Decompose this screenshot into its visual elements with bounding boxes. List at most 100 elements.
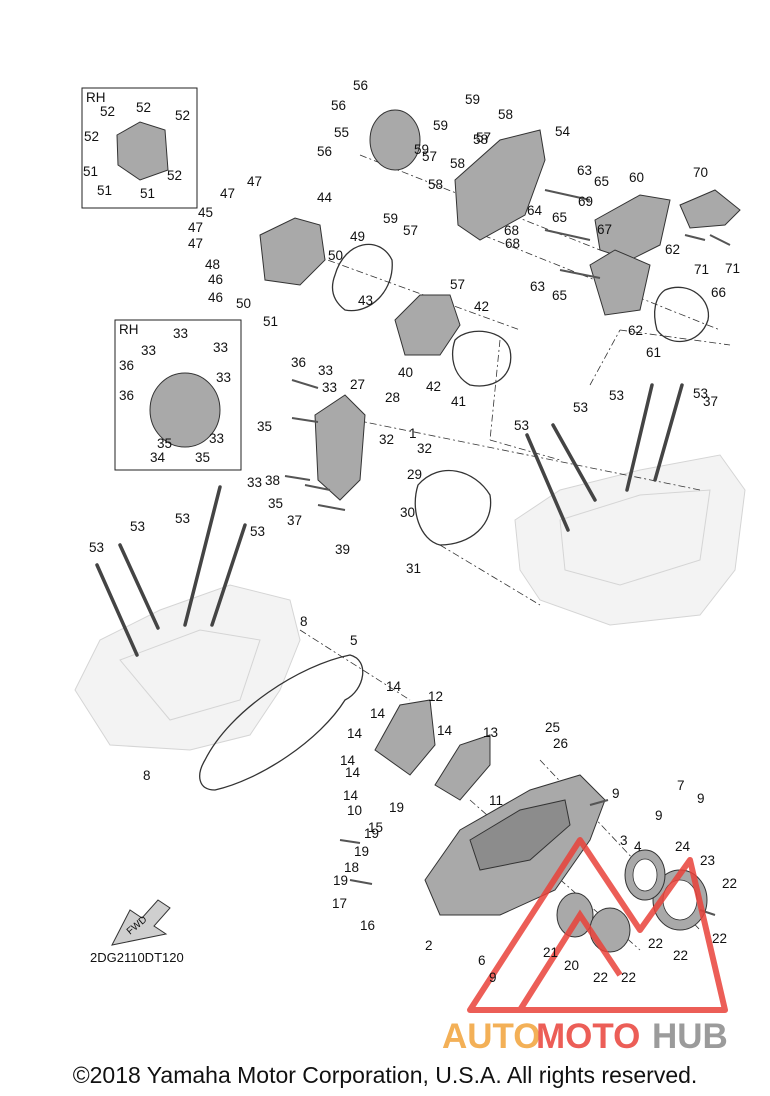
ring-24: [624, 849, 666, 901]
callout-62: 62: [665, 242, 680, 257]
callout-7: 7: [677, 778, 685, 793]
callout-35: 35: [157, 436, 172, 451]
callout-52: 52: [167, 168, 182, 183]
callout-14: 14: [386, 679, 402, 694]
callout-57: 57: [422, 149, 437, 164]
callout-43: 43: [358, 293, 373, 308]
callout-42: 42: [426, 379, 441, 394]
cover-42: [394, 294, 461, 356]
callout-47: 47: [188, 220, 203, 235]
callout-67: 67: [597, 222, 612, 237]
callout-71: 71: [725, 261, 740, 276]
callout-60: 60: [629, 170, 644, 185]
callout-42: 42: [474, 299, 489, 314]
callout-26: 26: [553, 736, 568, 751]
bracket-70: [679, 189, 741, 229]
callout-59: 59: [414, 142, 429, 157]
callout-19: 19: [354, 844, 369, 859]
generator-cover: [454, 129, 546, 241]
callout-6: 6: [478, 953, 486, 968]
callout-65: 65: [594, 174, 609, 189]
callout-50: 50: [236, 296, 251, 311]
callout-9: 9: [612, 786, 620, 801]
callout-63: 63: [530, 279, 545, 294]
inset-plate-rh-top: [116, 121, 169, 181]
callout-22: 22: [722, 876, 737, 891]
callout-68: 68: [505, 236, 520, 251]
callout-22: 22: [712, 931, 727, 946]
callout-33: 33: [318, 363, 333, 378]
callout-33: 33: [209, 431, 224, 446]
callout-28: 28: [385, 390, 400, 405]
callout-19: 19: [333, 873, 348, 888]
callout-65: 65: [552, 210, 567, 225]
callout-33: 33: [216, 370, 231, 385]
callout-57: 57: [450, 277, 465, 292]
callout-36: 36: [291, 355, 306, 370]
callout-57: 57: [403, 223, 418, 238]
callout-52: 52: [100, 104, 115, 119]
inset-box-mid: [114, 319, 242, 471]
watermark-moto: MOTO: [536, 1017, 640, 1056]
callout-53: 53: [250, 524, 265, 539]
callout-17: 17: [332, 896, 347, 911]
callout-63: 63: [577, 163, 592, 178]
bracket-60: [589, 194, 671, 316]
inset-box-top: [81, 87, 198, 209]
callout-53: 53: [175, 511, 190, 526]
callout-47: 47: [188, 236, 203, 251]
callout-37: 37: [703, 394, 718, 409]
watermark-logo: AUTO MOTO HUB: [442, 837, 728, 1056]
callout-22: 22: [648, 936, 663, 951]
callout-22: 22: [593, 970, 608, 985]
callout-33: 33: [213, 340, 228, 355]
callout-58: 58: [473, 132, 488, 147]
callout-31: 31: [406, 561, 421, 576]
callout-33: 33: [322, 380, 337, 395]
callout-47: 47: [247, 174, 262, 189]
impeller-12: [374, 699, 436, 776]
callout-14: 14: [437, 723, 453, 738]
callout-27: 27: [350, 377, 365, 392]
callout-48: 48: [205, 257, 220, 272]
callout-15: 15: [368, 820, 383, 835]
callout-65: 65: [552, 288, 567, 303]
callout-38: 38: [265, 473, 280, 488]
crankcase-cover-main: [424, 774, 606, 916]
callout-70: 70: [693, 165, 708, 180]
callout-51: 51: [140, 186, 155, 201]
cover-20: [589, 907, 631, 953]
callout-54: 54: [555, 124, 571, 139]
callout-36: 36: [119, 358, 134, 373]
crankcase-cover-2: [314, 394, 366, 501]
callout-9: 9: [655, 808, 663, 823]
diagram-code: 2DG2110DT120: [90, 950, 184, 965]
callout-33: 33: [173, 326, 188, 341]
callout-58: 58: [498, 107, 513, 122]
callout-32: 32: [379, 432, 394, 447]
callout-14: 14: [370, 706, 386, 721]
callout-2: 2: [425, 938, 433, 953]
callout-33: 33: [141, 343, 156, 358]
callout-46: 46: [208, 290, 223, 305]
cover-44: [259, 217, 326, 286]
crankcase-left-ghost: [74, 584, 301, 751]
callout-4: 4: [634, 839, 642, 854]
callout-1: 1: [409, 426, 417, 441]
callout-41: 41: [451, 394, 466, 409]
callout-14: 14: [345, 765, 361, 780]
gaskets: [199, 243, 710, 791]
callout-40: 40: [398, 365, 413, 380]
callout-55: 55: [334, 125, 349, 140]
callout-56: 56: [331, 98, 346, 113]
callout-20: 20: [564, 958, 579, 973]
callout-45: 45: [198, 205, 213, 220]
callout-14: 14: [347, 726, 363, 741]
callout-59: 59: [383, 211, 398, 226]
cover-55: [369, 109, 421, 171]
callout-51: 51: [263, 314, 278, 329]
callout-21: 21: [543, 945, 558, 960]
callout-69: 69: [578, 194, 593, 209]
